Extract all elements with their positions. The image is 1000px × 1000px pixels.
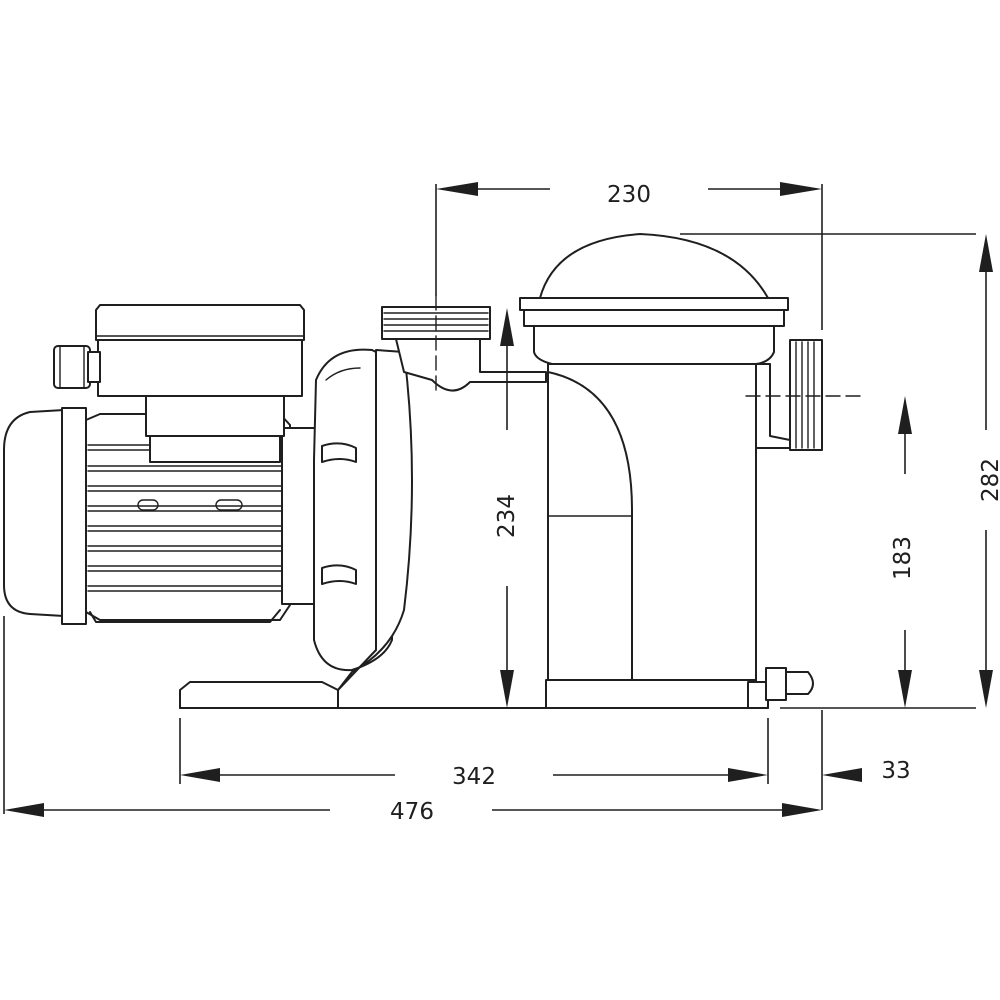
suction-neck (395, 338, 547, 392)
motor-end-ring (61, 407, 87, 625)
drain-plug-body (765, 667, 787, 701)
strainer-collar (533, 325, 775, 365)
dim-top-width-label: 230 (607, 182, 651, 208)
pump-volute (313, 348, 413, 691)
strainer-foot (545, 679, 757, 709)
dim-outlet-height-label: 183 (890, 536, 916, 580)
motor-fan-cover (3, 409, 65, 617)
pump-base-foot (179, 681, 339, 709)
dim-top-width: 230 (435, 182, 823, 330)
terminal-box-neck (145, 395, 285, 437)
dim-outlet-height: 183 (890, 396, 916, 708)
lid-ring-bottom (523, 309, 785, 327)
dim-base-length-label: 342 (452, 764, 496, 790)
motor-slot-right (215, 499, 243, 511)
strainer-inner-pipe (547, 371, 633, 683)
suction-inlet (381, 306, 547, 392)
strainer-housing (179, 233, 791, 709)
outlet-thread (789, 339, 823, 451)
outlet-stub (755, 363, 791, 449)
volute-cover (313, 348, 393, 672)
dim-total-length-label: 476 (390, 799, 434, 825)
strainer-body (547, 363, 757, 683)
motor-lower-foot (89, 609, 281, 623)
drain-plug (765, 667, 814, 701)
dim-total-height: 282 (680, 233, 1000, 709)
dim-total-height-label: 282 (978, 458, 1000, 502)
strainer-dome-lid (539, 233, 769, 299)
dim-total-length: 476 (3, 616, 822, 825)
outlet-connection (789, 339, 823, 451)
dim-suction-height-label: 234 (494, 494, 520, 538)
motor-assembly (3, 407, 317, 625)
lid-ring-top (519, 297, 789, 311)
motor-flange (281, 427, 317, 605)
terminal-box-lid (95, 304, 305, 341)
dim-drain-offset-label: 33 (881, 758, 910, 784)
motor-slot-left (137, 499, 159, 511)
cable-gland-nut (87, 351, 101, 383)
volute-slot-bottom (321, 564, 357, 585)
dim-suction-height: 234 (494, 308, 520, 708)
volute-ribs (325, 367, 361, 381)
volute-slot-top (321, 442, 357, 463)
terminal-box (53, 304, 305, 463)
terminal-box-body (97, 339, 303, 397)
volute-body (337, 349, 413, 691)
terminal-box-base (149, 435, 281, 463)
dim-drain-offset: 33 (821, 710, 911, 810)
drain-plug-knob (785, 671, 814, 695)
dim-base-length: 342 (179, 718, 769, 790)
